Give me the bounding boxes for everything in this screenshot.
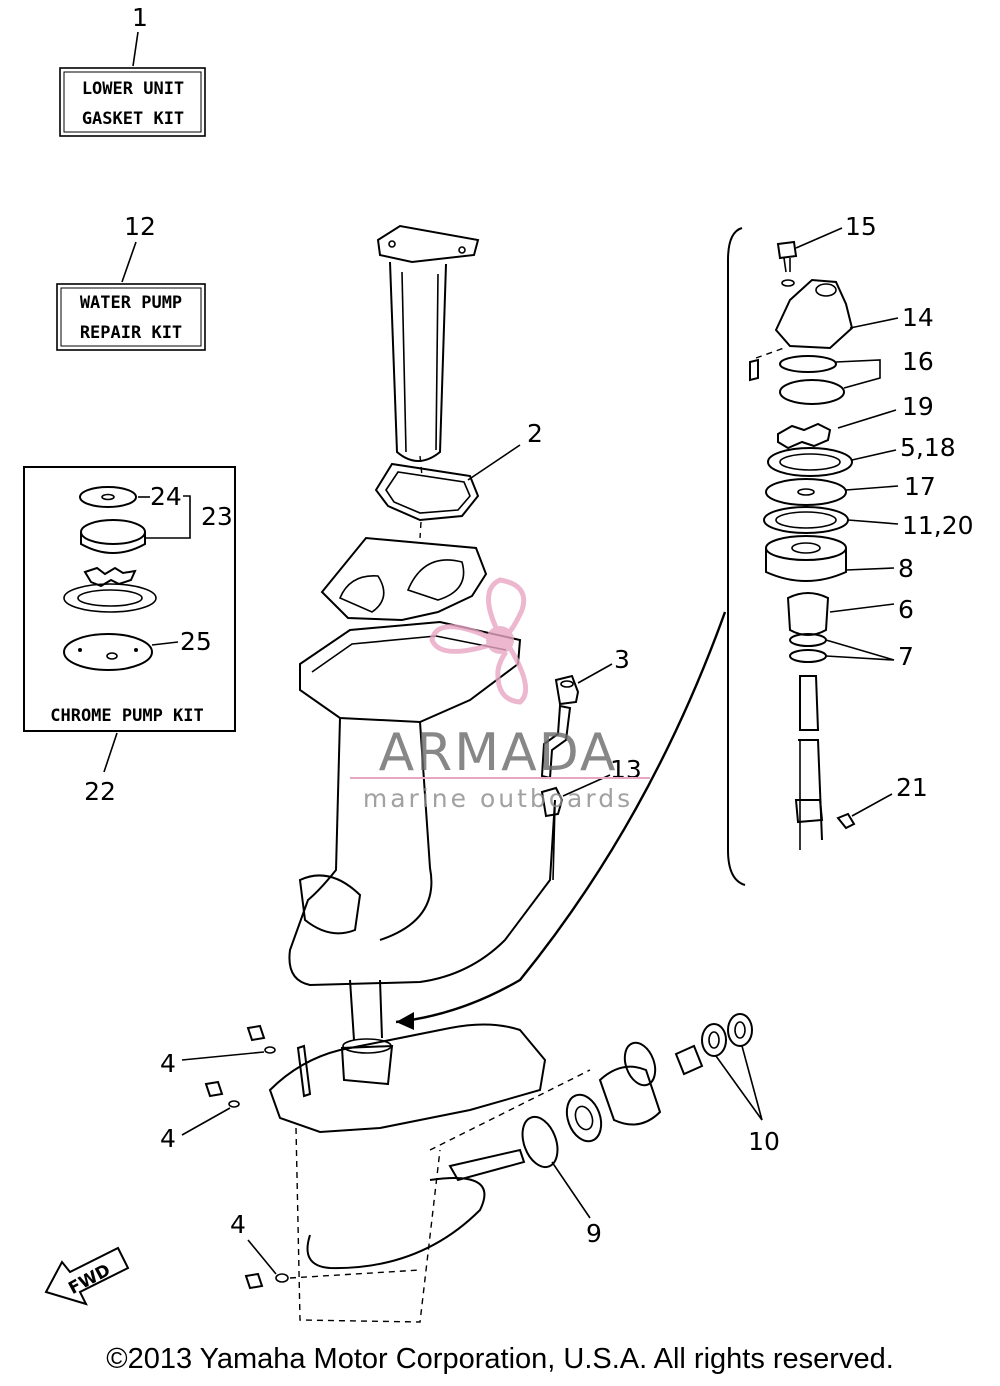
lower-unit bbox=[268, 979, 591, 1323]
callout-23: 23 bbox=[201, 502, 233, 531]
callout-21: 21 bbox=[896, 773, 928, 802]
upper-casing bbox=[376, 224, 480, 477]
callout-19: 19 bbox=[902, 392, 934, 421]
lower-gasket-plate bbox=[320, 536, 488, 622]
fwd-arrow: FWD bbox=[44, 1246, 130, 1306]
lower-unit-kit-line2: GASKET KIT bbox=[82, 109, 184, 129]
callout-24: 24 bbox=[150, 482, 182, 511]
prop-shaft-parts: 9 10 bbox=[521, 1013, 780, 1248]
callout-13: 13 bbox=[610, 755, 642, 784]
bolts-4: 4 4 4 bbox=[160, 1024, 421, 1290]
water-pump-kit-line1: WATER PUMP bbox=[80, 293, 182, 313]
armada-logo bbox=[429, 577, 529, 705]
callout-4b: 4 bbox=[160, 1124, 176, 1153]
callout-9: 9 bbox=[586, 1219, 602, 1248]
callout-2: 2 bbox=[527, 419, 543, 448]
watermark-tagline: marine outboards bbox=[363, 784, 633, 813]
callout-4c: 4 bbox=[230, 1210, 246, 1239]
gasket-2: 2 bbox=[374, 419, 543, 539]
callout-16: 16 bbox=[902, 347, 934, 376]
callout-22: 22 bbox=[84, 777, 116, 806]
callout-14: 14 bbox=[902, 303, 934, 332]
callout-8: 8 bbox=[898, 554, 914, 583]
callout-25: 25 bbox=[180, 627, 212, 656]
copyright-notice: ©2013 Yamaha Motor Corporation, U.S.A. A… bbox=[106, 1343, 894, 1375]
callout-6: 6 bbox=[898, 595, 914, 624]
callout-3: 3 bbox=[614, 645, 630, 674]
water-pump-kit-line2: REPAIR KIT bbox=[80, 323, 182, 343]
drive-shaft-housing bbox=[288, 620, 556, 987]
lower-unit-kit-line1: LOWER UNIT bbox=[82, 79, 184, 99]
callout-4a: 4 bbox=[160, 1049, 176, 1078]
callout-15: 15 bbox=[845, 212, 877, 241]
chrome-pump-kit: 24 23 25 CHROME PUMP KIT 22 bbox=[23, 466, 236, 806]
callout-7: 7 bbox=[898, 642, 914, 671]
watermark-brand: ARMADA bbox=[379, 723, 618, 783]
lower-unit-gasket-kit: 1 LOWER UNIT GASKET KIT bbox=[59, 3, 206, 137]
callout-17: 17 bbox=[904, 472, 936, 501]
callout-11-20: 11,20 bbox=[902, 511, 974, 540]
water-pump-repair-kit: 12 WATER PUMP REPAIR KIT bbox=[56, 212, 206, 351]
callout-1: 1 bbox=[132, 3, 148, 32]
water-pump-stack: 15 14 16 19 5,18 17 11,20 bbox=[395, 212, 974, 1030]
callout-12: 12 bbox=[124, 212, 156, 241]
chrome-pump-kit-label: CHROME PUMP KIT bbox=[50, 706, 204, 726]
callout-10: 10 bbox=[748, 1127, 780, 1156]
callout-5-18: 5,18 bbox=[900, 433, 956, 462]
